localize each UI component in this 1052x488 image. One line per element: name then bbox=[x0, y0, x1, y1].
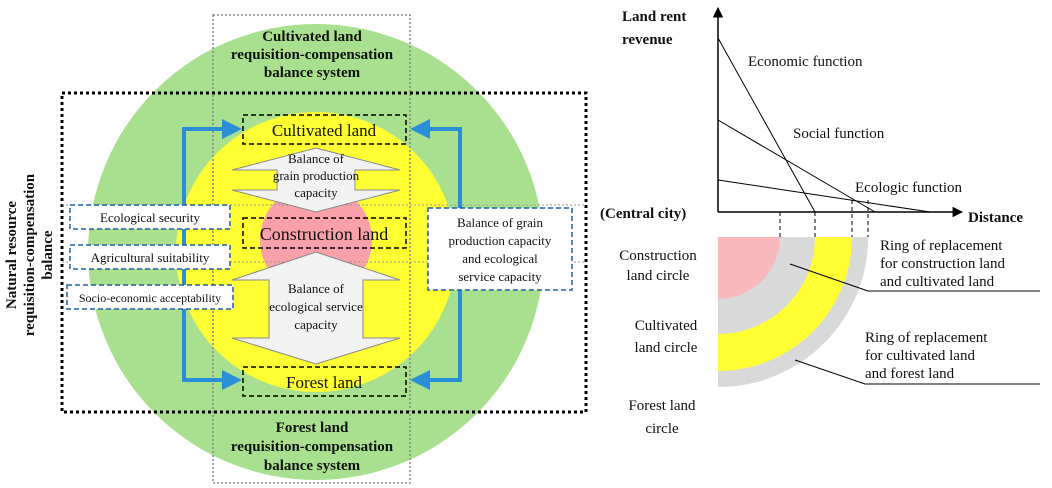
right-box-line-1: Balance of grain bbox=[457, 215, 543, 230]
cultivated-land-label: Cultivated land bbox=[272, 121, 377, 140]
ring1-line-1: Ring of replacement bbox=[880, 238, 1003, 254]
bottom-system-line-3: balance system bbox=[264, 458, 361, 474]
right-chart: Land rent revenue Distance (Central city… bbox=[600, 6, 1040, 437]
y-axis-label-line-1: Land rent bbox=[622, 9, 686, 25]
upper-arrow-line-1: Balance of bbox=[288, 151, 345, 166]
criteria-box-ecological bbox=[69, 204, 231, 230]
origin-label: (Central city) bbox=[600, 206, 686, 222]
lower-arrow-line-3: capacity bbox=[294, 317, 338, 332]
right-balance-box bbox=[427, 207, 573, 291]
criteria-box-agricultural bbox=[69, 244, 231, 270]
forest-land-box bbox=[242, 366, 407, 397]
construction-land-box bbox=[242, 217, 407, 249]
top-system-line-2: requisition-compensation bbox=[231, 47, 394, 63]
top-system-line-3: balance system bbox=[264, 65, 361, 81]
bottom-system-line-2: requisition-compensation bbox=[231, 439, 394, 455]
forest-circle-line-2: circle bbox=[645, 421, 679, 437]
social-function-line bbox=[717, 119, 876, 213]
construction-land-quadrant bbox=[718, 237, 780, 299]
construction-land-label: Construction land bbox=[260, 224, 389, 244]
ring1-leader-diag bbox=[789, 263, 869, 292]
upper-arrow-line-2: grain production bbox=[273, 168, 360, 183]
criteria-socioeconomic-label: Socio-economic acceptability bbox=[79, 291, 221, 305]
criteria-ecological-label: Ecological security bbox=[100, 210, 200, 225]
x-axis-label: Distance bbox=[968, 210, 1023, 226]
y-axis-label-line-2: revenue bbox=[622, 32, 673, 48]
cultivated-circle-line-2: land circle bbox=[635, 340, 698, 356]
construction-circle-line-1: Construction bbox=[619, 248, 697, 264]
lower-double-arrow bbox=[231, 251, 401, 365]
side-system-label: Natural resource requisition-compensatio… bbox=[4, 173, 56, 336]
ring2-line-1: Ring of replacement bbox=[865, 330, 988, 346]
lower-arrow-line-2: ecological service bbox=[269, 299, 363, 314]
right-box-line-2: production capacity bbox=[449, 233, 552, 248]
forest-land-label: Forest land bbox=[286, 373, 363, 392]
ecologic-function-label: Ecologic function bbox=[855, 180, 963, 196]
ring2-line-2: for cultivated land bbox=[865, 348, 975, 364]
ring1-line-2: for construction land bbox=[880, 256, 1005, 272]
side-system-line-1: Natural resource bbox=[4, 201, 20, 310]
ring1-line-3: and cultivated land bbox=[880, 274, 995, 290]
economic-function-label: Economic function bbox=[748, 54, 863, 70]
lower-arrow-line-1: Balance of bbox=[288, 281, 345, 296]
criteria-box-socioeconomic bbox=[66, 284, 234, 310]
right-blue-arrow-down bbox=[410, 255, 462, 390]
upper-arrow-line-3: capacity bbox=[294, 185, 338, 200]
top-system-line-1: Cultivated land bbox=[262, 29, 362, 45]
ring2-line-3: and forest land bbox=[865, 366, 955, 382]
construction-circle-line-2: land circle bbox=[627, 268, 690, 284]
left-diagram: Cultivated land requisition-compensation… bbox=[4, 14, 588, 484]
cultivated-land-box bbox=[242, 114, 407, 145]
horizontal-system-box bbox=[60, 91, 588, 414]
side-system-line-2: requisition-compensation bbox=[22, 173, 38, 336]
ecologic-function-line bbox=[717, 179, 931, 213]
bottom-system-line-1: Forest land bbox=[276, 420, 349, 436]
right-box-line-3: and ecological bbox=[462, 251, 538, 266]
cultivated-circle-line-1: Cultivated bbox=[635, 318, 698, 334]
side-system-line-3: balance bbox=[40, 230, 56, 280]
forest-circle-line-1: Forest land bbox=[628, 398, 696, 414]
social-function-label: Social function bbox=[793, 126, 885, 142]
criteria-agricultural-label: Agricultural suitability bbox=[91, 250, 210, 265]
economic-function-line bbox=[717, 37, 816, 213]
ring2-leader-diag bbox=[794, 359, 866, 385]
upper-double-arrow bbox=[231, 147, 401, 213]
right-box-line-4: service capacity bbox=[458, 269, 542, 284]
